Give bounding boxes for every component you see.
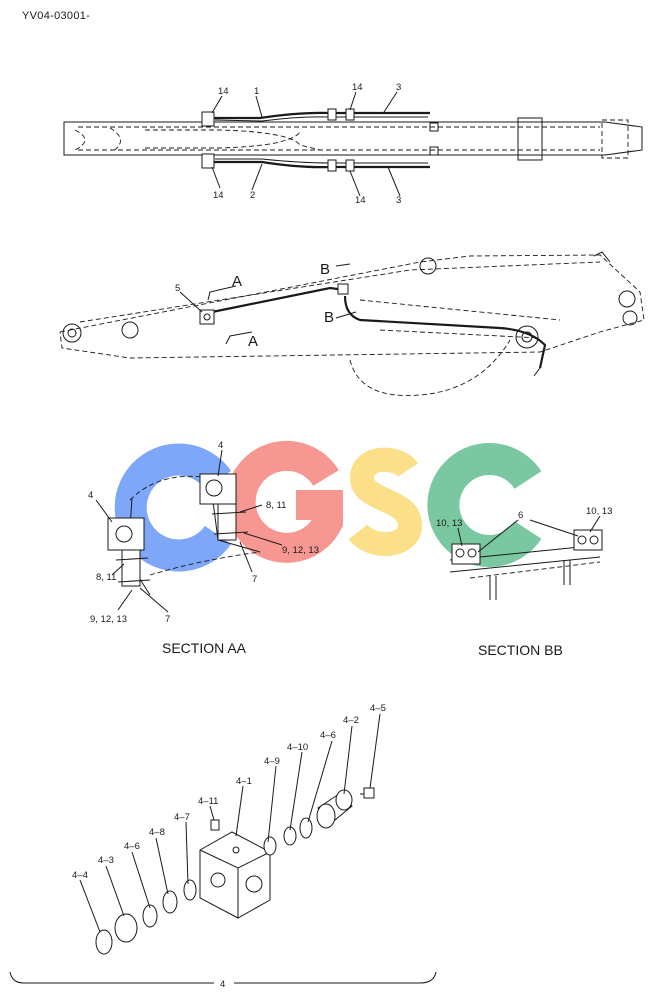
- section-aa-drawing: 4 4 8, 11 9, 12, 13 8, 11 9, 12, 13 7 7: [88, 440, 319, 625]
- callout-9-12-13-right: 9, 12, 13: [282, 545, 319, 556]
- callout-4-6-left: 4–6: [124, 841, 140, 852]
- drawing-code: YV04-03001-: [22, 10, 91, 22]
- callout-5: 5: [175, 283, 180, 294]
- callout-7-left: 7: [165, 614, 170, 625]
- callout-4-6-right: 4–6: [320, 730, 336, 741]
- watermark-letter-c2: [427, 443, 542, 567]
- section-bb-drawing: 10, 13 6 10, 13: [436, 506, 612, 600]
- watermark-letter-s: [348, 447, 423, 556]
- callout-4-9: 4–9: [264, 756, 280, 767]
- section-arrow-b-lower: B: [324, 309, 334, 326]
- callout-4-3: 4–3: [98, 855, 114, 866]
- callout-8-11-right: 8, 11: [266, 500, 286, 511]
- callout-4-1: 4–1: [236, 776, 252, 787]
- callout-8-11-left: 8, 11: [96, 572, 116, 583]
- callout-14-top-left: 14: [218, 86, 229, 97]
- callout-14-bottom-left: 14: [213, 190, 224, 201]
- callout-10-13-left: 10, 13: [436, 518, 462, 529]
- watermark-letter-g: [225, 440, 343, 563]
- callout-4-5: 4–5: [370, 703, 386, 714]
- callout-3-top: 3: [396, 82, 401, 93]
- callout-4-left: 4: [88, 490, 93, 501]
- callout-9-12-13-left: 9, 12, 13: [90, 614, 127, 625]
- callout-7-right: 7: [252, 574, 257, 585]
- watermark-logo: [114, 440, 542, 572]
- callout-4-11: 4–11: [198, 796, 218, 807]
- callout-4-right: 4: [218, 440, 223, 451]
- callout-1: 1: [254, 86, 259, 97]
- section-arrow-a-lower: A: [248, 333, 258, 350]
- section-arrow-a-upper: A: [232, 273, 242, 290]
- section-bb-title: SECTION BB: [478, 642, 563, 658]
- callout-14-bottom-right: 14: [355, 195, 366, 206]
- watermark-letter-c1: [114, 443, 232, 572]
- section-aa-title: SECTION AA: [162, 640, 247, 656]
- callout-4-7: 4–7: [174, 812, 190, 823]
- callout-2: 2: [250, 190, 255, 201]
- exploded-view-part-4: 4–5 4–2 4–6 4–10 4–9 4–1 4–11 4–7 4–8 4–…: [9, 703, 437, 990]
- callout-10-13-right: 10, 13: [586, 506, 612, 517]
- callout-3-bottom: 3: [396, 195, 401, 206]
- section-arrow-b-upper: B: [320, 261, 330, 278]
- callout-6: 6: [518, 510, 523, 521]
- callout-4-2: 4–2: [343, 715, 359, 726]
- callout-14-top-right: 14: [352, 82, 363, 93]
- callout-4-10: 4–10: [287, 742, 308, 753]
- callout-4-4: 4–4: [72, 870, 88, 881]
- assembly-callout-4: 4: [220, 979, 225, 990]
- boom-top-view: 14 1 14 3 14 2 14 3: [63, 82, 643, 206]
- callout-4-8: 4–8: [149, 827, 165, 838]
- boom-side-view: A A B B 5: [59, 251, 645, 396]
